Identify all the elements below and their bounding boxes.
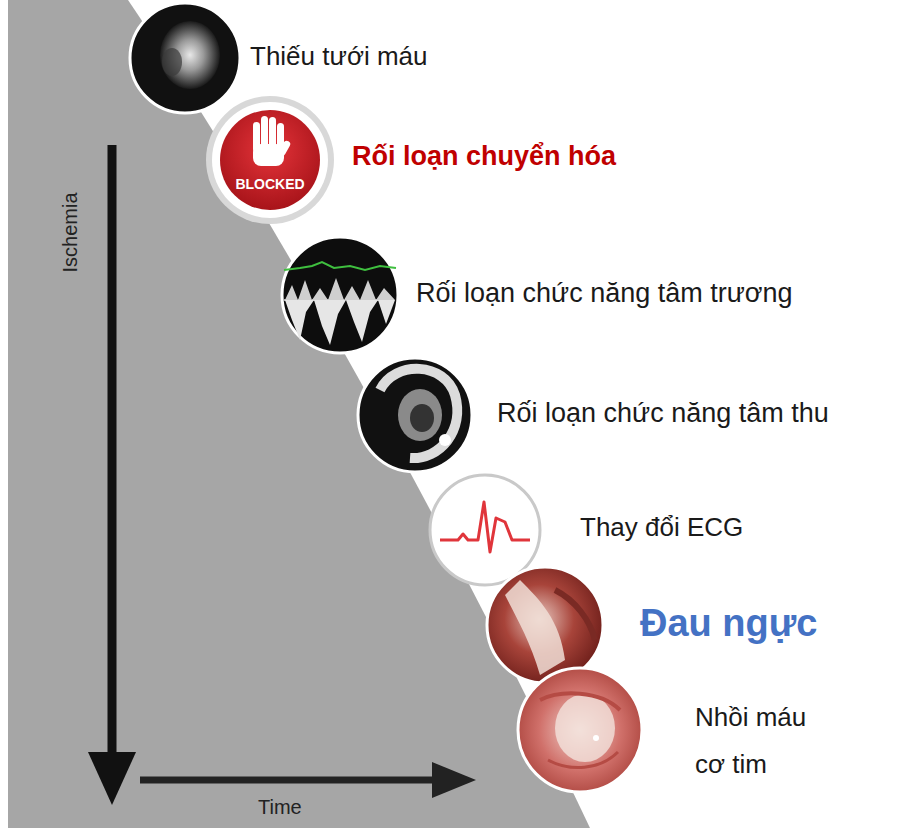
perfusion-image <box>130 3 240 113</box>
mri-image <box>358 358 472 472</box>
ecg-icon <box>430 475 540 585</box>
icon-text: BLOCKED <box>235 176 304 192</box>
infarct-tissue-image <box>518 668 642 792</box>
step-label-highlight: Rối loạn chuyển hóa <box>352 141 616 172</box>
axis-label: Time <box>258 796 302 819</box>
doppler-image <box>282 237 398 353</box>
axis-label: Ischemia <box>59 192 82 272</box>
blocked-icon <box>206 96 334 224</box>
step-label: Thiếu tưới máu <box>250 42 428 72</box>
step-label-highlight: Đau ngực <box>640 602 817 646</box>
time-axis <box>140 762 476 798</box>
step-label: Thay đổi ECG <box>580 513 743 543</box>
step-label: Rối loạn chức năng tâm thu <box>497 398 829 429</box>
ischemia-axis <box>88 145 136 805</box>
step-label: Rối loạn chức năng tâm trương <box>416 278 793 309</box>
chest-pain-photo <box>487 567 603 683</box>
step-label: Nhồi máu cơ tim <box>695 694 835 788</box>
